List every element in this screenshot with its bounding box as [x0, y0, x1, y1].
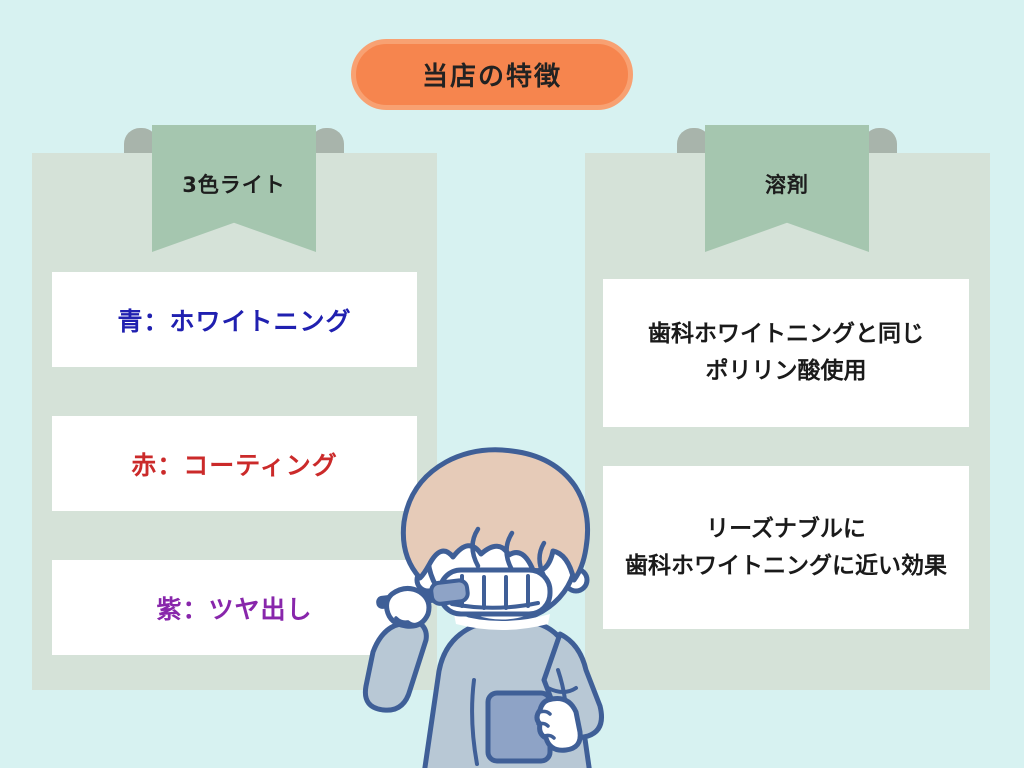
card-reasonable-effect: リーズナブルに 歯科ホワイトニングに近い効果: [603, 466, 969, 629]
card-polyphosphoric-acid-label: 歯科ホワイトニングと同じ ポリリン酸使用: [648, 321, 924, 384]
card-polyphosphoric-acid: 歯科ホワイトニングと同じ ポリリン酸使用: [603, 279, 969, 427]
card-red-coating: 赤：コーティング: [52, 416, 417, 511]
right-ribbon-header: 溶剤: [705, 125, 869, 252]
right-ribbon-label: 溶剤: [765, 173, 809, 197]
card-red-coating-label: 赤：コーティング: [131, 450, 338, 480]
title-badge: 当店の特徴: [351, 39, 633, 110]
left-ribbon-label: 3色ライト: [182, 173, 286, 197]
card-purple-gloss: 紫：ツヤ出し: [52, 560, 417, 655]
left-ribbon-header: 3色ライト: [152, 125, 316, 252]
child-brushing-teeth-illustration: [362, 447, 604, 768]
card-blue-whitening: 青：ホワイトニング: [52, 272, 417, 367]
card-purple-gloss-label: 紫：ツヤ出し: [156, 594, 313, 624]
page-title: 当店の特徴: [421, 62, 562, 92]
card-reasonable-effect-label: リーズナブルに 歯科ホワイトニングに近い効果: [625, 515, 947, 579]
card-blue-whitening-label: 青：ホワイトニング: [117, 306, 352, 336]
